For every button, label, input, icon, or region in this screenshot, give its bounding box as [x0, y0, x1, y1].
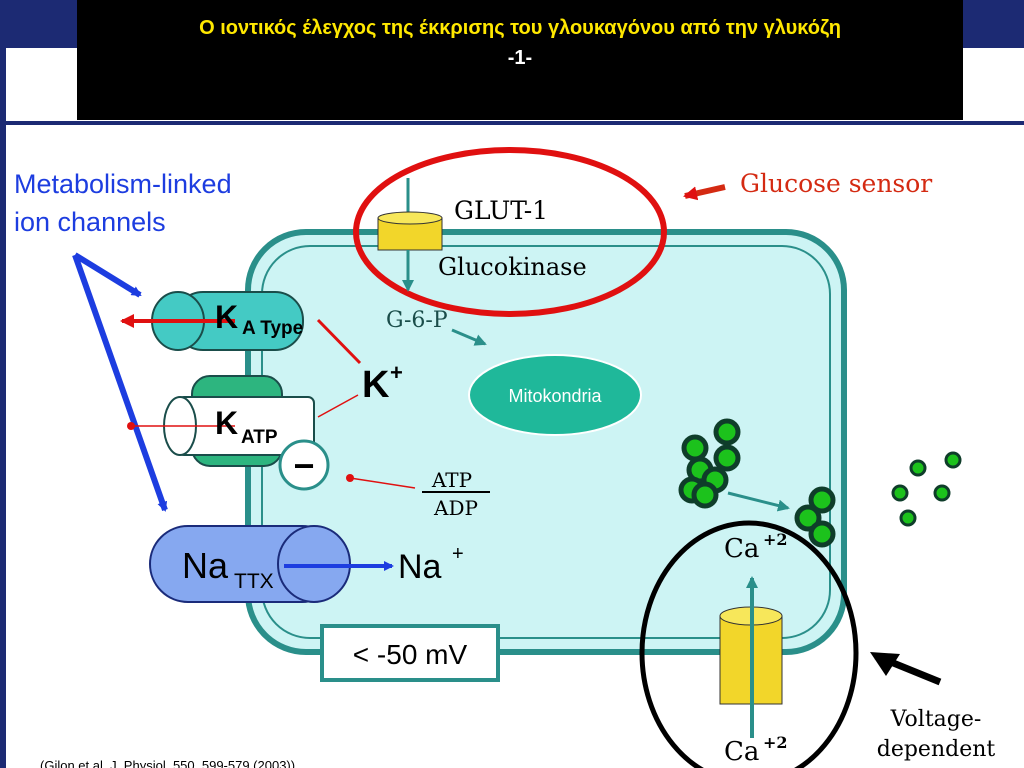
ka-label-main: K — [215, 299, 238, 335]
inhibition-minus-icon: − — [293, 445, 314, 486]
katp-efflux-dot — [127, 422, 135, 430]
atp-label: ATP — [431, 468, 472, 492]
glut-transporter-top — [377, 211, 443, 225]
ca-bottom-sup: +2 — [763, 733, 788, 752]
left-stripe — [0, 48, 6, 768]
katp-label-main: K — [215, 405, 238, 441]
mitochondria — [468, 354, 642, 436]
katp-label-sub: ATP — [241, 427, 278, 448]
g6p-to-mito-arrow — [451, 328, 487, 346]
na-label-main: Na — [182, 545, 229, 586]
g6p-label: G-6-P — [386, 308, 448, 333]
header-rule — [0, 121, 1024, 125]
glut-label: GLUT-1 — [454, 196, 548, 225]
k-ion-sup: + — [390, 360, 403, 385]
metabolism-arrow-na — [72, 254, 168, 512]
slide-subtitle: -1- — [507, 47, 533, 69]
released-granules — [891, 451, 962, 527]
atp-link — [349, 477, 416, 489]
metabolism-arrow-ka — [73, 252, 142, 298]
slide-title: Ο ιοντικός έλεγχος της έκκρισης του γλου… — [199, 17, 841, 39]
glucagon-granules-cluster — [678, 418, 741, 509]
metabolism-label-line1: Metabolism-linked — [14, 169, 232, 199]
k-ion-main: K — [362, 364, 390, 406]
glucose-sensor-arrow — [683, 184, 726, 201]
glucose-sensor-label: Glucose sensor — [740, 169, 932, 198]
title-box: Ο ιοντικός έλεγχος της έκκρισης του γλου… — [77, 0, 963, 120]
ca-bottom-main: Ca — [724, 737, 759, 767]
atp-link-dot — [346, 474, 354, 482]
ca-top-sup: +2 — [763, 530, 788, 549]
na-ion-main: Na — [398, 548, 442, 586]
docked-granules — [794, 486, 836, 548]
mitochondria-label: Mitokondria — [508, 386, 602, 406]
na-label-sub: TTX — [234, 570, 274, 593]
metabolism-label-line2: ion channels — [14, 207, 166, 237]
inhibition-circle — [278, 439, 330, 491]
voltage-label-line2: dependent — [877, 737, 996, 762]
citation-text: (Gilon et al, J. Physiol. 550, 599-579 (… — [40, 758, 295, 768]
ka-label-sub: A Type — [242, 318, 303, 339]
glucose-sensor-ring — [353, 147, 667, 317]
k-link-katp — [317, 394, 359, 418]
membrane-potential-label: < -50 mV — [353, 639, 468, 670]
k-link-ka — [316, 318, 362, 365]
membrane-potential-box — [320, 624, 500, 682]
ca-top-main: Ca — [724, 534, 759, 564]
glucokinase-label: Glucokinase — [438, 253, 587, 281]
voltage-label-line1: Voltage- — [890, 707, 982, 732]
voltage-dependent-arrowhead — [870, 652, 900, 676]
calcium-channel-ring — [639, 520, 859, 768]
granule-movement-arrow — [727, 491, 790, 512]
adp-label: ADP — [433, 496, 478, 520]
na-ion-sup: + — [452, 543, 464, 565]
